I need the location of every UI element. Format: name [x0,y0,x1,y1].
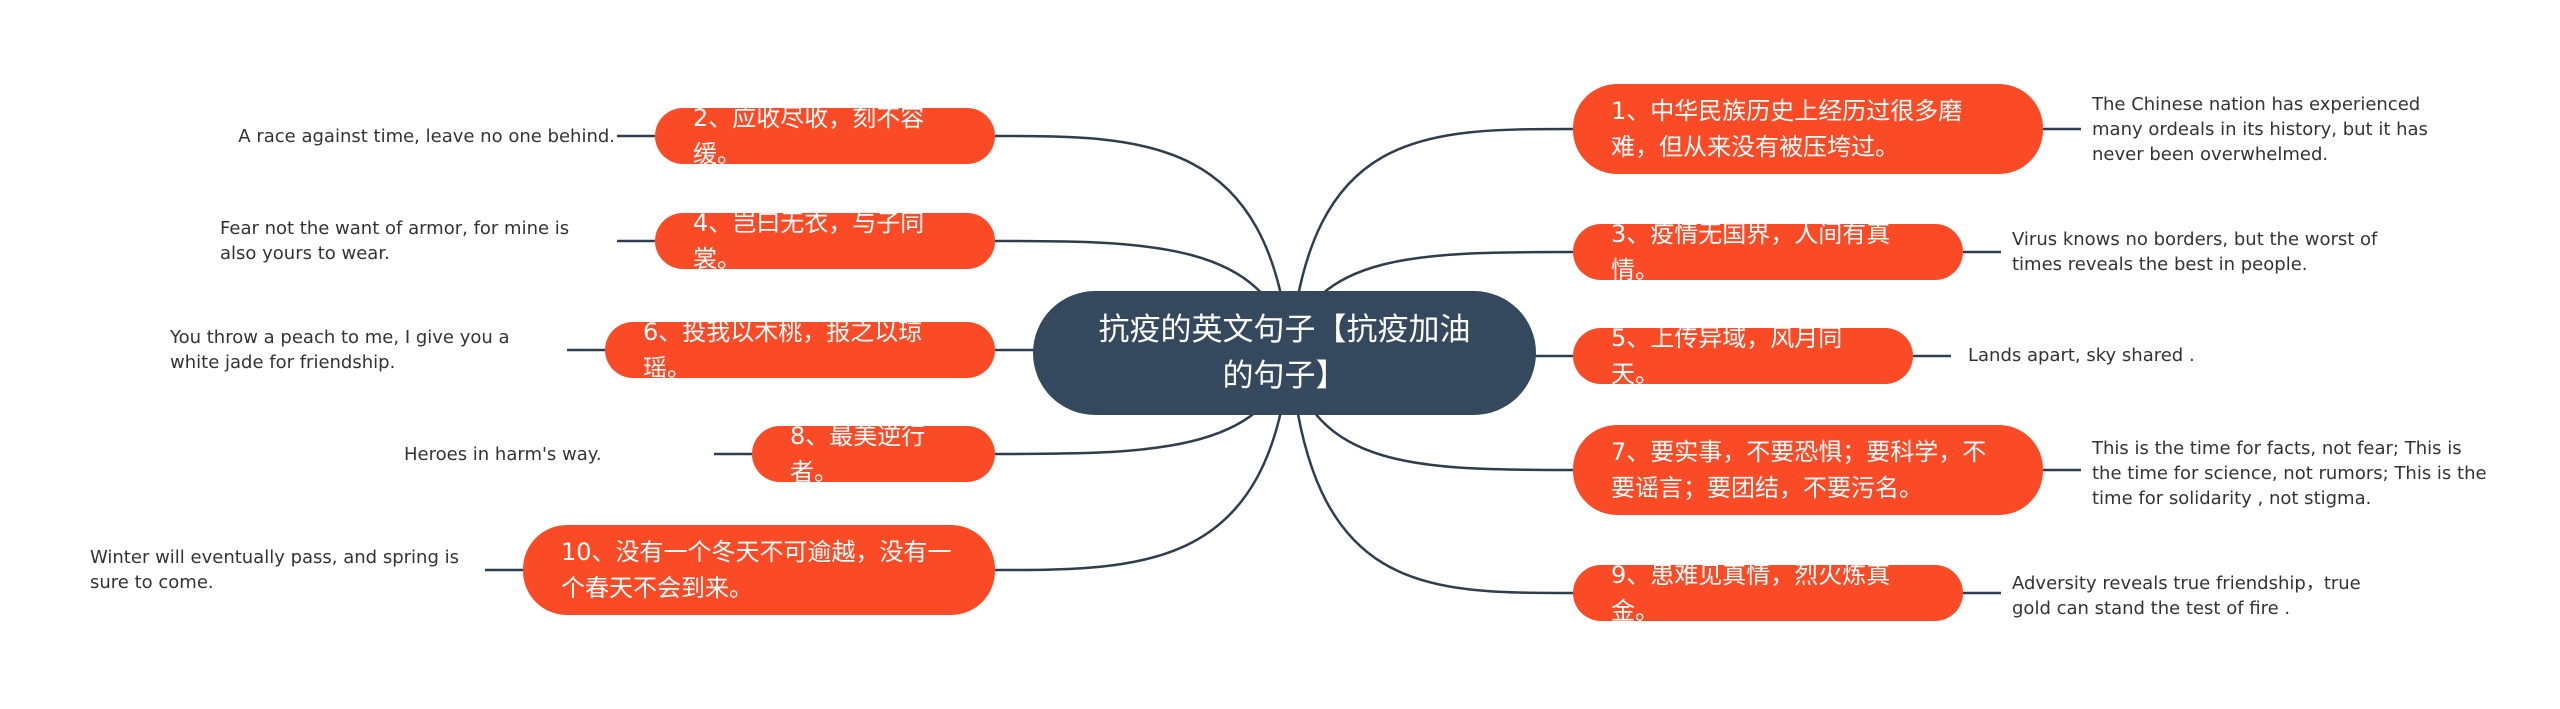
note-7: This is the time for facts, not fear; Th… [2092,438,2487,509]
branch-node-6[interactable]: 6、投我以木桃，报之以琼瑶。 [605,318,995,382]
branch-node-4[interactable]: 4、岂曰无衣，与子同裳。 [655,209,995,273]
link-center-to-branch-1 [1288,127,1574,354]
center-node[interactable]: 抗疫的英文句子【抗疫加油的句子】 [1033,291,1536,415]
note-9: Adversity reveals true friendship，true g… [2012,573,2361,619]
branch-node-8[interactable]: 8、最美逆行者。 [752,422,995,486]
branch-label-5: 5、上传异域，风月同天。 [1611,324,1843,388]
note-3: Virus knows no borders, but the worst of… [2012,229,2378,275]
branch-label-8: 8、最美逆行者。 [790,422,926,486]
branch-node-1[interactable]: 1、中华民族历史上经历过很多磨难，但从来没有被压垮过。 [1573,84,2043,174]
branch-node-2[interactable]: 2、应收尽收，刻不容缓。 [655,104,995,168]
branch-node-7[interactable]: 7、要实事，不要恐惧；要科学，不要谣言；要团结，不要污名。 [1573,425,2043,515]
note-2: A race against time, leave no one behind… [238,126,615,147]
branch-label-1: 1、中华民族历史上经历过很多磨难，但从来没有被压垮过。 [1611,97,1963,161]
note-4: Fear not the want of armor, for mine is … [220,218,570,264]
branch-label-2: 2、应收尽收，刻不容缓。 [693,104,925,168]
center-node-label: 抗疫的英文句子【抗疫加油的句子】 [1098,312,1471,394]
link-center-to-branch-9 [1288,352,1574,595]
branch-label-6: 6、投我以木桃，报之以琼瑶。 [643,318,923,382]
branch-label-3: 3、疫情无国界，人间有真情。 [1611,220,1891,284]
note-6: You throw a peach to me, I give you a wh… [170,327,510,373]
link-center-to-branch-10 [994,352,1292,572]
note-1: The Chinese nation has experienced many … [2092,94,2428,165]
branch-label-7: 7、要实事，不要恐惧；要科学，不要谣言；要团结，不要污名。 [1611,438,1987,502]
branch-node-10[interactable]: 10、没有一个冬天不可逾越，没有一个春天不会到来。 [523,525,995,615]
branch-node-5[interactable]: 5、上传异域，风月同天。 [1573,324,1913,388]
branch-label-4: 4、岂曰无衣，与子同裳。 [693,209,925,273]
branch-label-9: 9、患难见真情，烈火炼真金。 [1611,561,1891,625]
note-10: Winter will eventually pass, and spring … [90,547,459,593]
note-5: Lands apart, sky shared . [1968,345,2195,366]
note-8: Heroes in harm's way. [404,444,602,465]
branch-node-3[interactable]: 3、疫情无国界，人间有真情。 [1573,220,1963,284]
branch-label-10: 10、没有一个冬天不可逾越，没有一个春天不会到来。 [561,538,952,602]
link-center-to-branch-2 [994,134,1292,354]
branch-node-9[interactable]: 9、患难见真情，烈火炼真金。 [1573,561,1963,625]
